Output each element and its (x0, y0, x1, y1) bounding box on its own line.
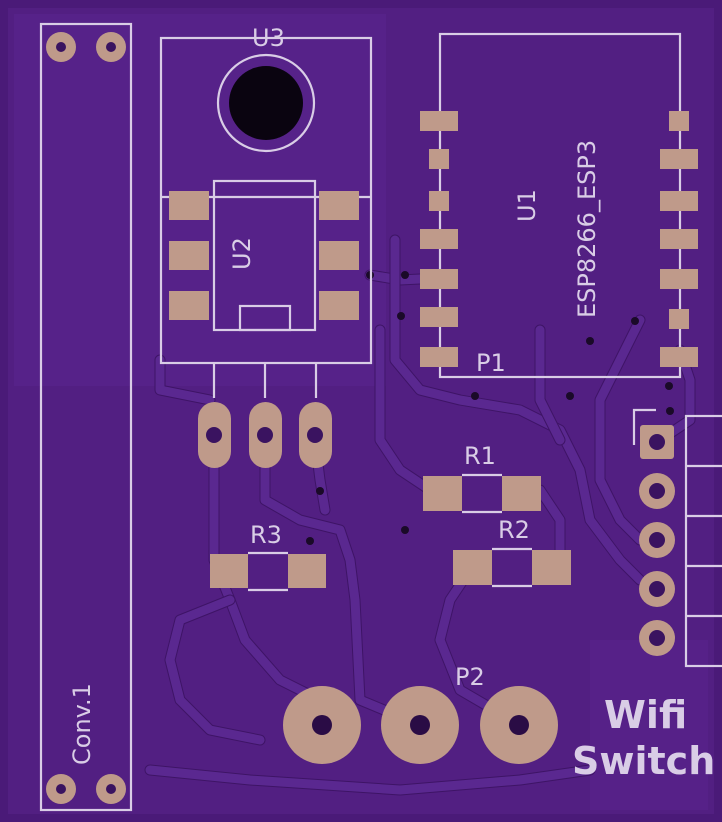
title-line-1: Wifi (604, 693, 687, 737)
u1-pad (420, 269, 458, 289)
r2-resistor: R2 (453, 516, 571, 588)
u3-regulator: U3 (159, 24, 373, 468)
u1-pad (660, 229, 698, 249)
u1-pad (420, 347, 458, 367)
u1-pad (660, 191, 698, 211)
p1-outline (684, 414, 722, 668)
u1-pad (429, 149, 449, 169)
u3-label: U3 (252, 24, 285, 52)
copper-traces (144, 234, 696, 796)
r1-pad (423, 476, 462, 511)
r1-pad (502, 476, 541, 511)
u1-pad (660, 149, 698, 169)
r1-resistor: R1 (423, 442, 541, 514)
r3-pad (210, 554, 248, 588)
u1-pad (420, 229, 458, 249)
esp-part-label: ESP8266_ESP3 (573, 140, 601, 318)
p2-terminal: P2 (283, 663, 558, 764)
r3-pad (288, 554, 326, 588)
p2-label: P2 (455, 663, 485, 691)
u1-label: U1 (513, 189, 541, 222)
u1-pad (669, 111, 689, 131)
p1-header: P1 (476, 349, 722, 668)
conv-module: Conv.1 (39, 22, 133, 812)
conv-outline (39, 22, 133, 812)
u2-pad (169, 291, 209, 320)
u1-pad (660, 269, 698, 289)
r2-label: R2 (498, 516, 530, 544)
board-title: Wifi Switch (572, 693, 715, 783)
u3-mounting-hole (229, 66, 303, 140)
copper-pour-bottom-right (590, 640, 708, 810)
p1-label: P1 (476, 349, 506, 377)
conv-label: Conv.1 (68, 683, 96, 765)
u1-pad (420, 307, 458, 327)
title-line-2: Switch (572, 739, 715, 783)
u2-pad (319, 241, 359, 270)
u1-pad (429, 191, 449, 211)
r1-label: R1 (464, 442, 496, 470)
u2-pad (319, 191, 359, 220)
u1-pad (669, 309, 689, 329)
u1-esp-module: U1 ESP8266_ESP3 (420, 32, 698, 379)
u2-pad (169, 241, 209, 270)
r2-pad (453, 550, 492, 585)
u1-pad (420, 111, 458, 131)
u2-label: U2 (228, 237, 256, 270)
r3-label: R3 (250, 521, 282, 549)
r3-resistor: R3 (210, 521, 326, 592)
u2-pad (319, 291, 359, 320)
u1-pad (660, 347, 698, 367)
u2-pad (169, 191, 209, 220)
u2-chip: U2 (169, 179, 359, 332)
r2-pad (532, 550, 571, 585)
